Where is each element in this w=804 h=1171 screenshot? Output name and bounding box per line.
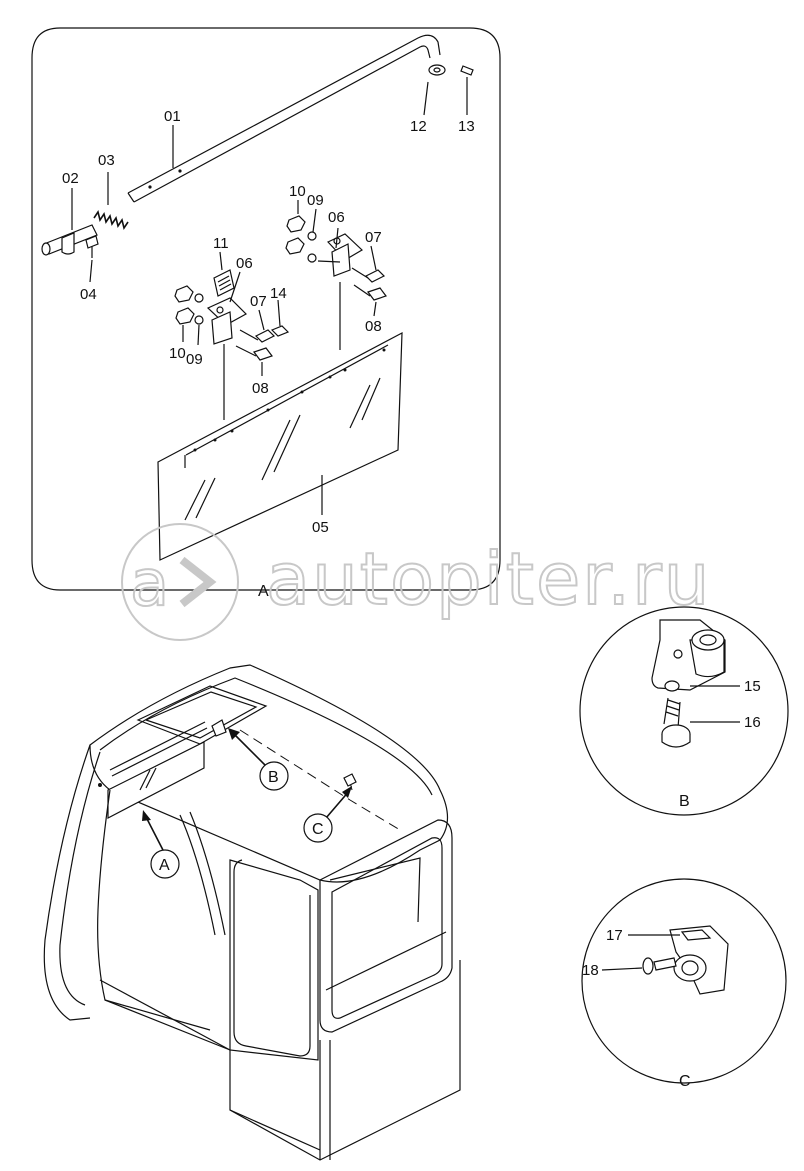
bolt-part-lower (235, 325, 290, 361)
callout-a (150, 849, 180, 879)
part-label-07-lower: 07 (250, 293, 267, 310)
small-pin-part (85, 235, 99, 258)
svg-text:a: a (130, 547, 171, 621)
watermark-text: autopiter.ru (266, 537, 711, 621)
handle-part (41, 224, 98, 256)
hinge-bracket-right (326, 233, 363, 277)
callout-b (259, 761, 289, 791)
part-label-14: 14 (270, 285, 287, 302)
part-label-10-upper: 10 (289, 183, 306, 200)
part-label-04: 04 (80, 286, 97, 303)
part-label-17: 17 (606, 927, 623, 944)
callout-c (303, 813, 333, 843)
svg-text:B: B (268, 769, 279, 786)
hinge-bracket-b (651, 619, 726, 692)
part-label-10-lower: 10 (169, 345, 186, 362)
part-label-07-upper: 07 (365, 229, 382, 246)
nut-part-lower (174, 285, 195, 325)
nut-part-upper (285, 215, 306, 255)
detail-a-view-label: A (258, 583, 269, 600)
part-label-09-upper: 09 (307, 192, 324, 209)
part-label-08-lower: 08 (252, 380, 269, 397)
part-label-01: 01 (164, 108, 181, 125)
part-label-09-lower: 09 (186, 351, 203, 368)
part-label-08-upper: 08 (365, 318, 382, 335)
rubber-pad-part (213, 269, 235, 297)
hinge-bracket-c (669, 925, 729, 995)
part-label-06-lower: 06 (236, 255, 253, 272)
part-label-02: 02 (62, 170, 79, 187)
part-label-16: 16 (744, 714, 761, 731)
detail-b-view-label: B (679, 793, 690, 810)
detail-c-view-label: C (679, 1073, 691, 1090)
detail-b-circle (579, 606, 789, 816)
spring-part (93, 210, 129, 230)
detail-a-frame (31, 27, 501, 591)
bolt-part-b (661, 697, 691, 748)
pin-part (460, 65, 474, 76)
svg-text:A: A (159, 857, 170, 874)
hinge-bracket-left (206, 297, 247, 345)
part-label-12: 12 (410, 118, 427, 135)
bolt-part-c (642, 957, 677, 975)
part-label-15: 15 (744, 678, 761, 695)
svg-text:C: C (312, 821, 324, 838)
rod-part (127, 34, 441, 203)
part-label-05: 05 (312, 519, 329, 536)
cab-illustration (43, 664, 461, 1161)
part-label-06-upper: 06 (328, 209, 345, 226)
washer-part (428, 64, 446, 76)
part-label-03: 03 (98, 152, 115, 169)
part-label-18: 18 (582, 962, 599, 979)
detail-c-circle (581, 878, 787, 1084)
part-label-11: 11 (213, 235, 229, 252)
bolt-part-upper (351, 267, 387, 301)
glass-panel-part (157, 331, 403, 561)
watermark-logo: a autopiter.ru (121, 523, 711, 641)
part-label-13: 13 (458, 118, 475, 135)
